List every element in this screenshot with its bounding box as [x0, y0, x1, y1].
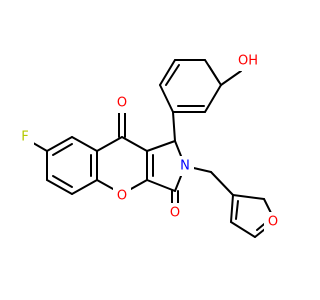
bond — [232, 194, 265, 200]
hydroxyl-label: OH — [238, 54, 258, 69]
bond — [71, 179, 98, 195]
atom-background — [113, 93, 131, 113]
bond — [204, 84, 222, 113]
bond — [210, 171, 234, 196]
atom-labels: F O OH O O N O — [16, 51, 282, 232]
bond — [165, 64, 180, 86]
bond — [46, 136, 73, 152]
atom-background — [234, 51, 262, 71]
fluorine-label: F — [21, 130, 28, 145]
bond — [220, 70, 242, 86]
bond — [235, 200, 239, 220]
atom-background — [16, 127, 34, 147]
bonds — [27, 59, 276, 238]
atom-background — [113, 186, 131, 206]
atom-background — [264, 212, 282, 232]
ketone-oxygen-label: O — [117, 96, 127, 111]
bond — [96, 136, 123, 152]
molecule-structure: F O OH O O N O — [16, 51, 282, 238]
nitrogen-label: N — [180, 159, 190, 174]
bond — [46, 179, 73, 195]
bond — [71, 136, 98, 152]
bond — [146, 179, 176, 192]
bond — [230, 221, 256, 238]
bond — [52, 143, 73, 156]
furan-oxygen-label: O — [268, 215, 278, 230]
bond — [172, 111, 176, 142]
atom-background — [166, 203, 184, 223]
bond — [159, 84, 174, 113]
bond — [159, 59, 176, 86]
bond — [146, 140, 176, 152]
lactam-oxygen-label: O — [170, 206, 180, 221]
bond — [52, 175, 73, 188]
bond — [230, 194, 234, 223]
chromene-oxygen-label: O — [117, 189, 127, 204]
bond — [208, 65, 220, 83]
bond — [121, 136, 148, 152]
atom-background — [176, 156, 194, 176]
